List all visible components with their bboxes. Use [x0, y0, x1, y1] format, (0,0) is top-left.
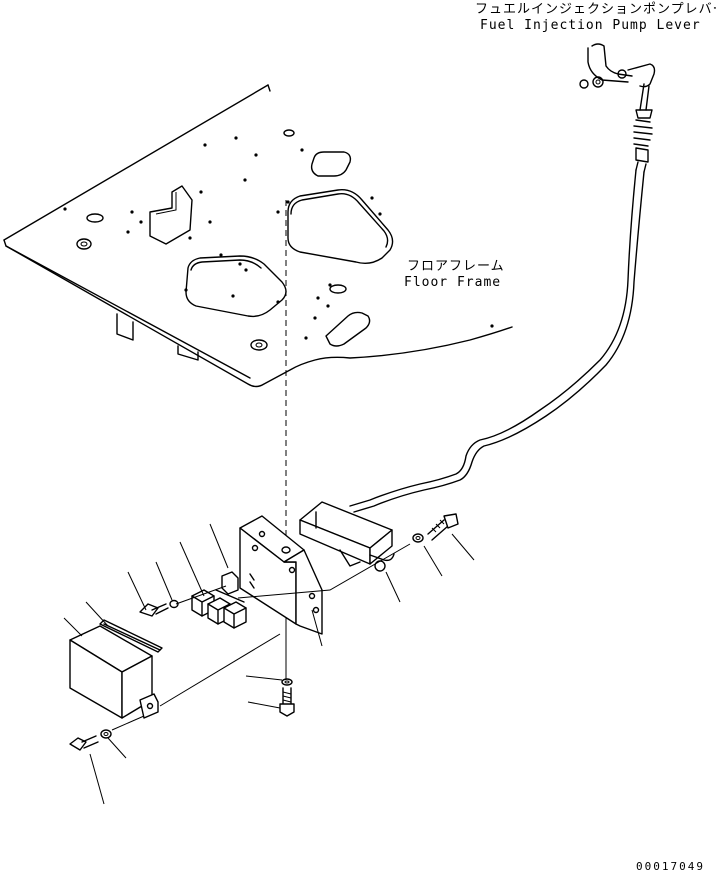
relay-set: [191, 571, 247, 629]
leader-lines: [63, 523, 475, 805]
label-floor-frame-en: Floor Frame: [404, 275, 501, 290]
bolt-center: [279, 678, 295, 717]
bolt-left: [139, 599, 179, 617]
bolt-right: [412, 513, 459, 543]
controller-unit: [299, 501, 395, 572]
drawing-number: 00017049: [636, 860, 705, 873]
rubber-strip: [99, 619, 163, 653]
assembly-lines: [111, 543, 411, 731]
label-floor-frame-jp: フロアフレーム: [407, 259, 505, 274]
label-pump-lever-en: Fuel Injection Pump Lever: [480, 18, 701, 33]
mounting-bracket: [239, 515, 323, 635]
label-pump-lever-jp: フュエルインジェクションポンプレバー: [475, 2, 716, 17]
pump-lever-assembly: [349, 43, 656, 513]
floor-frame: [3, 84, 513, 388]
cover-box: [69, 625, 159, 719]
bolt-bottom-left: [69, 729, 112, 751]
